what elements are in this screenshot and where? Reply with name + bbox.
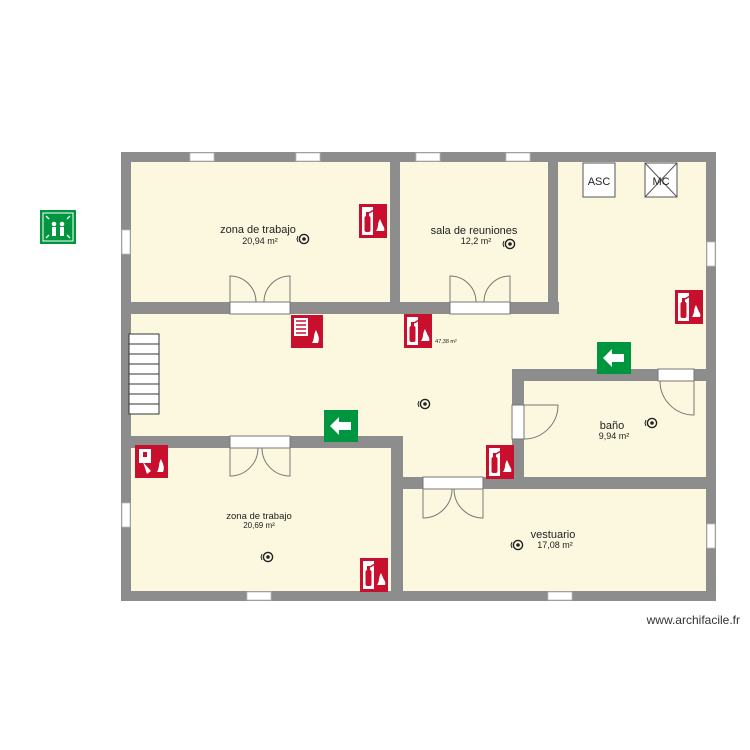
watermark[interactable]: www.archifacile.fr — [646, 613, 740, 627]
fire-extinguisher-icon — [359, 557, 389, 593]
room-area: 47,38 m² — [435, 339, 457, 345]
elevator-label: ASC — [588, 176, 611, 188]
fire-extinguisher-icon — [403, 313, 433, 349]
room-area: 12,2 m² — [461, 236, 492, 246]
fire-extinguisher-icon — [674, 289, 704, 325]
room-name: zona de trabajo — [226, 511, 292, 522]
exit-arrow-icon — [324, 410, 358, 442]
fire-hose-icon — [291, 315, 323, 348]
mc-label: MC — [652, 176, 669, 188]
room-area: 9,94 m² — [599, 431, 630, 441]
mc-box: MC — [644, 162, 678, 198]
exit-arrow-icon — [597, 342, 631, 374]
room-area: 17,08 m² — [537, 540, 573, 550]
stairs-icon — [128, 333, 160, 415]
room-area: 20,69 m² — [243, 521, 275, 530]
windows — [121, 152, 716, 601]
elevator-box: ASC — [582, 162, 616, 198]
room-area: 20,94 m² — [242, 236, 278, 246]
assembly-point-icon — [40, 210, 76, 244]
fire-extinguisher-icon — [485, 444, 515, 480]
room-name: baño — [600, 420, 624, 432]
room-name: vestuario — [531, 529, 576, 541]
doors — [229, 275, 695, 519]
fire-alarm-icon — [135, 445, 168, 478]
room-name: zona de trabajo — [220, 224, 296, 236]
room-name: sala de reuniones — [431, 225, 518, 237]
fire-extinguisher-icon — [358, 203, 388, 239]
